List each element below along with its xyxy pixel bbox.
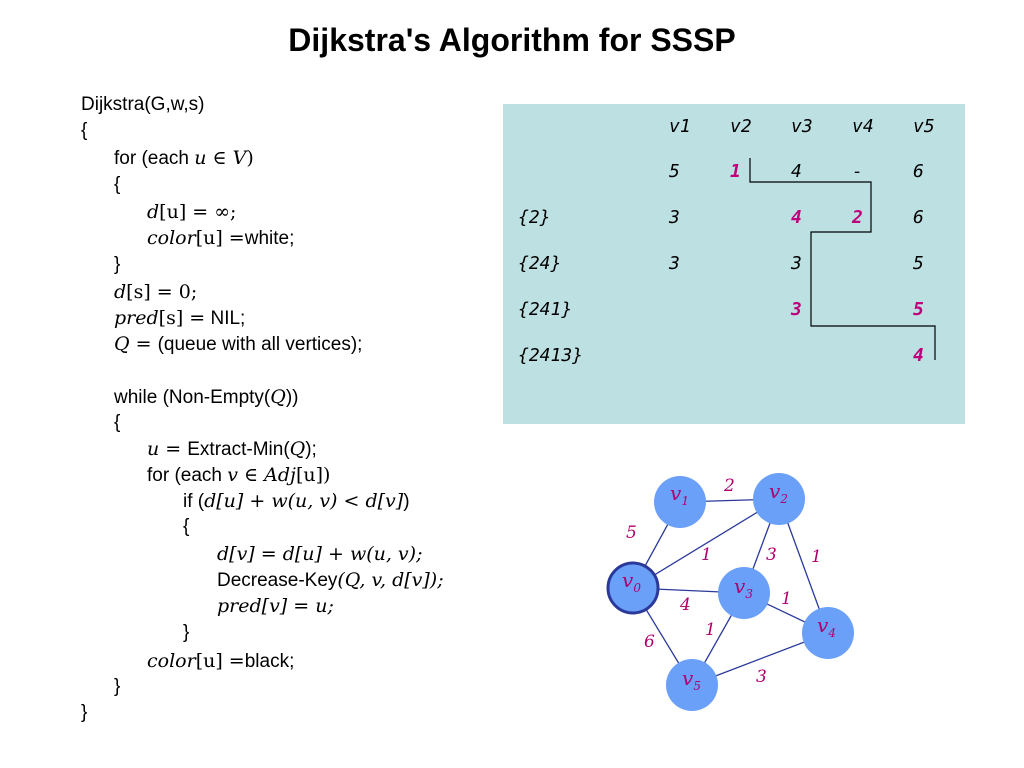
code-line: } xyxy=(114,676,121,697)
table-cell: 6 xyxy=(913,161,924,182)
table-cell: 4 xyxy=(913,345,924,366)
graph-nodes xyxy=(606,473,854,711)
code-line: d[u] = ∞; xyxy=(147,201,237,223)
table-row-label: {241} xyxy=(518,299,573,320)
distance-table: v1 v2 v3 v4 v5 5 1 4 - 6 {2} 3 4 2 6 {24… xyxy=(503,104,965,424)
code-line: } xyxy=(81,702,88,723)
edge-weights: 2 5 1 3 1 4 1 1 6 3 xyxy=(626,476,822,687)
node-label-v3: v3 xyxy=(734,574,753,601)
node-label-v5: v5 xyxy=(682,666,701,693)
code-line: { xyxy=(183,516,190,537)
code-line: Dijkstra(G,w,s) xyxy=(81,94,205,115)
node-label-v2: v2 xyxy=(769,479,788,506)
table-row-label: {2413} xyxy=(518,345,584,366)
pseudocode-block: Dijkstra(G,w,s) { for (each u ∈ V) { d[u… xyxy=(81,93,501,753)
node-v1 xyxy=(654,476,706,528)
edge-weight-v0-v2: 1 xyxy=(701,545,712,565)
code-line: } xyxy=(114,254,121,275)
code-line: { xyxy=(114,174,121,195)
table-cell: 2 xyxy=(852,207,863,228)
node-label-v0: v0 xyxy=(622,568,641,595)
code-line: Decrease-Key(Q, v, d[v]); xyxy=(217,569,444,591)
node-v5 xyxy=(666,659,718,711)
table-cell: 3 xyxy=(791,299,802,320)
table-header-cell: v1 xyxy=(669,116,691,137)
table-header-cell: v4 xyxy=(852,116,874,137)
edge-v0-v2 xyxy=(632,498,780,589)
edge-weight-v2-v3: 3 xyxy=(766,545,777,565)
code-line: { xyxy=(114,412,121,433)
table-cell: 5 xyxy=(913,253,924,274)
code-line: color[u] =white; xyxy=(147,227,295,249)
code-line: d[s] = 0; xyxy=(114,281,198,303)
edge-weight-v3-v4: 1 xyxy=(781,589,792,609)
table-header-cell: v5 xyxy=(913,116,935,137)
code-line: for (each u ∈ V) xyxy=(114,147,254,169)
table-cell: 3 xyxy=(791,253,802,274)
table-cell: 3 xyxy=(669,207,680,228)
code-line: for (each v ∈ Adj[u]) xyxy=(147,464,331,486)
table-header-cell: v3 xyxy=(791,116,813,137)
edge-weight-v1-v2: 2 xyxy=(723,476,735,496)
settled-boundary-line xyxy=(749,158,936,360)
node-label-v1: v1 xyxy=(670,481,689,508)
table-cell: 5 xyxy=(913,299,924,320)
edge-weight-v2-v4: 1 xyxy=(811,547,822,567)
edge-weight-v0-v3: 4 xyxy=(679,595,691,615)
table-cell: 5 xyxy=(669,161,680,182)
node-labels: v1 v2 v0 v3 v4 v5 xyxy=(622,479,836,693)
edge-weight-v3-v5: 1 xyxy=(705,620,716,640)
table-cell: 4 xyxy=(791,161,802,182)
table-cell: 1 xyxy=(730,161,741,182)
edge-weight-v5-v4: 3 xyxy=(756,667,767,687)
node-v0-source xyxy=(606,561,660,615)
code-line: pred[s] = NIL; xyxy=(114,307,246,329)
node-label-v4: v4 xyxy=(817,613,836,640)
table-cell: 4 xyxy=(791,207,802,228)
table-row-label: {2} xyxy=(518,207,551,228)
table-row-label: {24} xyxy=(518,253,562,274)
table-cell: - xyxy=(852,161,863,182)
code-line: d[v] = d[u] + w(u, v); xyxy=(217,543,423,565)
code-line: u = Extract-Min(Q); xyxy=(147,438,317,460)
code-line: pred[v] = u; xyxy=(217,595,334,617)
code-line: } xyxy=(183,622,190,643)
slide-title: Dijkstra's Algorithm for SSSP xyxy=(288,22,736,58)
node-v4 xyxy=(802,607,854,659)
table-cell: 3 xyxy=(669,253,680,274)
code-line: { xyxy=(81,120,88,141)
weighted-graph: 2 5 1 3 1 4 1 1 6 3 v1 v2 v0 v3 v4 v5 xyxy=(606,473,854,711)
edge-weight-v0-v5: 6 xyxy=(644,632,655,652)
edge-weight-v0-v1: 5 xyxy=(626,523,637,543)
table-header-cell: v2 xyxy=(730,116,752,137)
code-line: if (d[u] + w(u, v) < d[v]) xyxy=(183,490,410,512)
node-v3 xyxy=(718,567,770,619)
node-v2 xyxy=(753,473,805,525)
code-line: Q = (queue with all vertices); xyxy=(114,333,363,355)
table-cell: 6 xyxy=(913,207,924,228)
code-line: color[u] =black; xyxy=(147,650,295,672)
code-line: while (Non-Empty(Q)) xyxy=(114,386,299,408)
